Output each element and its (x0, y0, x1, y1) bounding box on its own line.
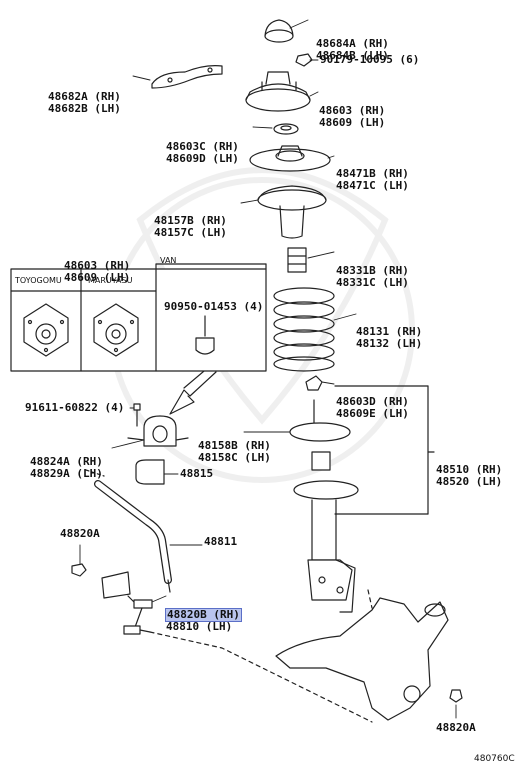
label-stab-link-highlight[interactable]: 48820B (RH) (165, 608, 242, 622)
label-bushing-bracket[interactable]: 48824A (RH)48829A (LH) (30, 455, 103, 480)
label-bushing[interactable]: 48815 (180, 467, 214, 480)
stab-link-part (123, 595, 153, 635)
inset-mount-toyogomu (23, 303, 69, 357)
spacer-ring-part (273, 123, 299, 135)
mount-nut-part (295, 53, 313, 67)
bumper-part (305, 375, 323, 391)
knuckle-nut-part (449, 689, 463, 703)
label-bearing[interactable]: 48471B (RH)48471C (LH) (336, 167, 409, 192)
label-nut[interactable]: 90179-10095 (6) (320, 53, 420, 66)
strut-bracket-line (334, 385, 435, 515)
label-stab-nut-right[interactable]: 48820A (436, 721, 476, 734)
inset-van-part (195, 315, 215, 355)
label-spring[interactable]: 48131 (RH)48132 (LH) (356, 325, 423, 350)
stab-nut-left-part (71, 563, 87, 577)
inset-brand-maruyasu: MARUYASU (88, 276, 133, 285)
inset-brand-toyogomu: TOYOGOMU (15, 276, 62, 285)
bump-stop-part (287, 247, 307, 273)
label-stab-link[interactable]: 48820B (RH)48810 (LH) (165, 608, 242, 633)
label-bolt[interactable]: 91611-60822 (4) (25, 401, 125, 414)
label-spring-seat[interactable]: 48157B (RH)48157C (LH) (154, 214, 227, 239)
inset-mount-maruyasu (93, 303, 139, 357)
top-cap-part (264, 19, 294, 43)
upper-bracket-part (151, 65, 223, 89)
leader-dashed (149, 589, 373, 723)
label-upper-bracket[interactable]: 48682A (RH)48682B (LH) (48, 90, 121, 115)
bushing-part (135, 459, 165, 485)
label-top-cap[interactable]: 48684A (RH)48684B (LH) (316, 37, 389, 62)
bushing-bracket-part (127, 415, 189, 447)
label-alt-mount[interactable]: 48603 (RH)48609 (LH) (64, 259, 131, 284)
diagram-id: 480760C (474, 754, 515, 764)
label-stab-nut-left[interactable]: 48820A (60, 527, 100, 540)
label-bumper[interactable]: 48603D (RH)48609E (LH) (336, 395, 409, 420)
stabilizer-bar-part (85, 469, 172, 599)
coil-spring-part (273, 287, 335, 372)
label-lower-seat[interactable]: 48158B (RH)48158C (LH) (198, 439, 271, 464)
label-strut[interactable]: 48510 (RH)48520 (LH) (436, 463, 503, 488)
pointer-arrow (169, 365, 217, 415)
knuckle-part (275, 597, 449, 721)
label-spacer[interactable]: 48603C (RH)48609D (LH) (166, 140, 239, 165)
label-bump-stop[interactable]: 48331B (RH)48331C (LH) (336, 264, 409, 289)
strut-part (289, 399, 359, 613)
leader-lines (79, 19, 457, 719)
bearing-part (249, 145, 331, 172)
label-stab-bar[interactable]: 48811 (204, 535, 238, 548)
label-van-part[interactable]: 90950-01453 (4) (164, 300, 264, 313)
inset-brand-van: VAN (160, 256, 177, 265)
spring-seat-part (257, 185, 327, 239)
label-upper-mount[interactable]: 48603 (RH)48609 (LH) (319, 104, 386, 129)
upper-mount-part (245, 71, 311, 112)
